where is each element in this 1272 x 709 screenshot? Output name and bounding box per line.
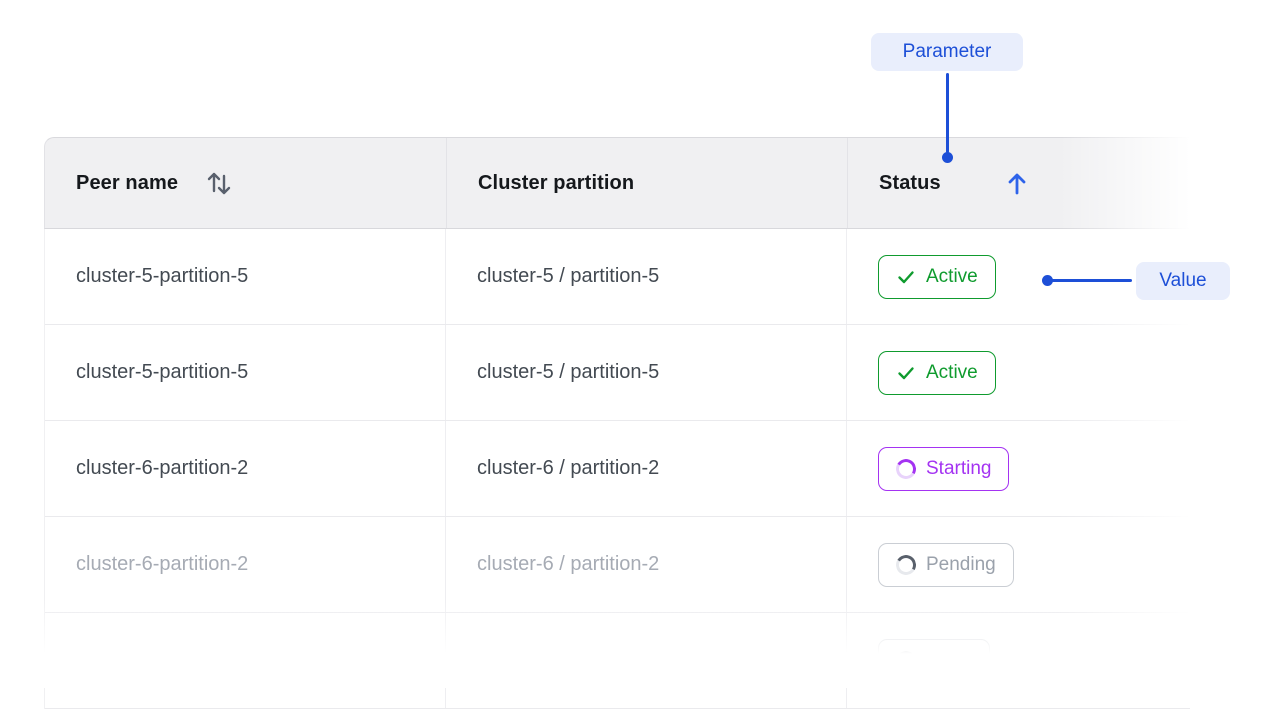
table-row[interactable]: cluster-6-partition-2 cluster-6 / partit…: [45, 421, 1190, 517]
table-row[interactable]: cluster-5-partition-5 cluster-5 / partit…: [45, 229, 1190, 325]
status-badge: [878, 638, 990, 683]
status-badge-label: Active: [926, 361, 978, 383]
status-cell: Pending: [847, 517, 1190, 612]
column-header-cluster-partition[interactable]: Cluster partition: [447, 138, 848, 228]
column-header-label: Cluster partition: [478, 171, 635, 194]
table-row[interactable]: [45, 613, 1190, 709]
status-cell: Starting: [847, 421, 1190, 516]
check-icon: [898, 366, 914, 379]
status-badge-label: Pending: [926, 553, 996, 575]
peer-name-cell: [45, 613, 446, 708]
status-badge: Pending: [878, 542, 1014, 587]
peer-name-cell: cluster-5-partition-5: [45, 325, 446, 420]
status-cell: Active: [847, 325, 1190, 420]
page: Peer name Cluster partition Status: [0, 33, 1272, 709]
sort-ascending-icon[interactable]: [1005, 169, 1029, 197]
cluster-partition-cell: [446, 613, 847, 708]
status-badge-label: Active: [926, 265, 978, 287]
peers-table: Peer name Cluster partition Status: [44, 137, 1190, 709]
parameter-annotation-label: Parameter: [902, 41, 992, 62]
cluster-partition-cell: cluster-6 / partition-2: [446, 421, 847, 516]
table-row[interactable]: cluster-5-partition-5 cluster-5 / partit…: [45, 325, 1190, 421]
column-header-label: Status: [879, 171, 941, 194]
column-header-peer-name[interactable]: Peer name: [45, 138, 447, 228]
status-cell: [847, 613, 1190, 708]
value-annotation-label: Value: [1159, 270, 1207, 291]
spinner-icon: [893, 456, 919, 481]
status-badge: Active: [878, 254, 996, 299]
table-body: cluster-5-partition-5 cluster-5 / partit…: [44, 229, 1190, 709]
cluster-partition-cell: cluster-6 / partition-2: [446, 517, 847, 612]
table-row[interactable]: cluster-6-partition-2 cluster-6 / partit…: [45, 517, 1190, 613]
spinner-icon: [893, 648, 919, 673]
status-cell: Active: [847, 229, 1190, 324]
peer-name-cell: cluster-6-partition-2: [45, 517, 446, 612]
column-header-status[interactable]: Status: [848, 138, 1190, 228]
cluster-partition-cell: cluster-5 / partition-5: [446, 325, 847, 420]
status-badge: Starting: [878, 446, 1010, 491]
peer-name-cell: cluster-6-partition-2: [45, 421, 446, 516]
table-header: Peer name Cluster partition Status: [44, 137, 1190, 229]
parameter-annotation-pill: Parameter: [871, 33, 1023, 71]
value-annotation-pill: Value: [1136, 262, 1230, 300]
status-badge: Active: [878, 350, 996, 395]
cluster-partition-cell: cluster-5 / partition-5: [446, 229, 847, 324]
check-icon: [898, 270, 914, 283]
spinner-icon: [893, 552, 919, 577]
status-badge-label: Starting: [926, 457, 992, 479]
column-header-label: Peer name: [76, 171, 179, 194]
peer-name-cell: cluster-5-partition-5: [45, 229, 446, 324]
sort-updown-icon[interactable]: [206, 168, 232, 198]
